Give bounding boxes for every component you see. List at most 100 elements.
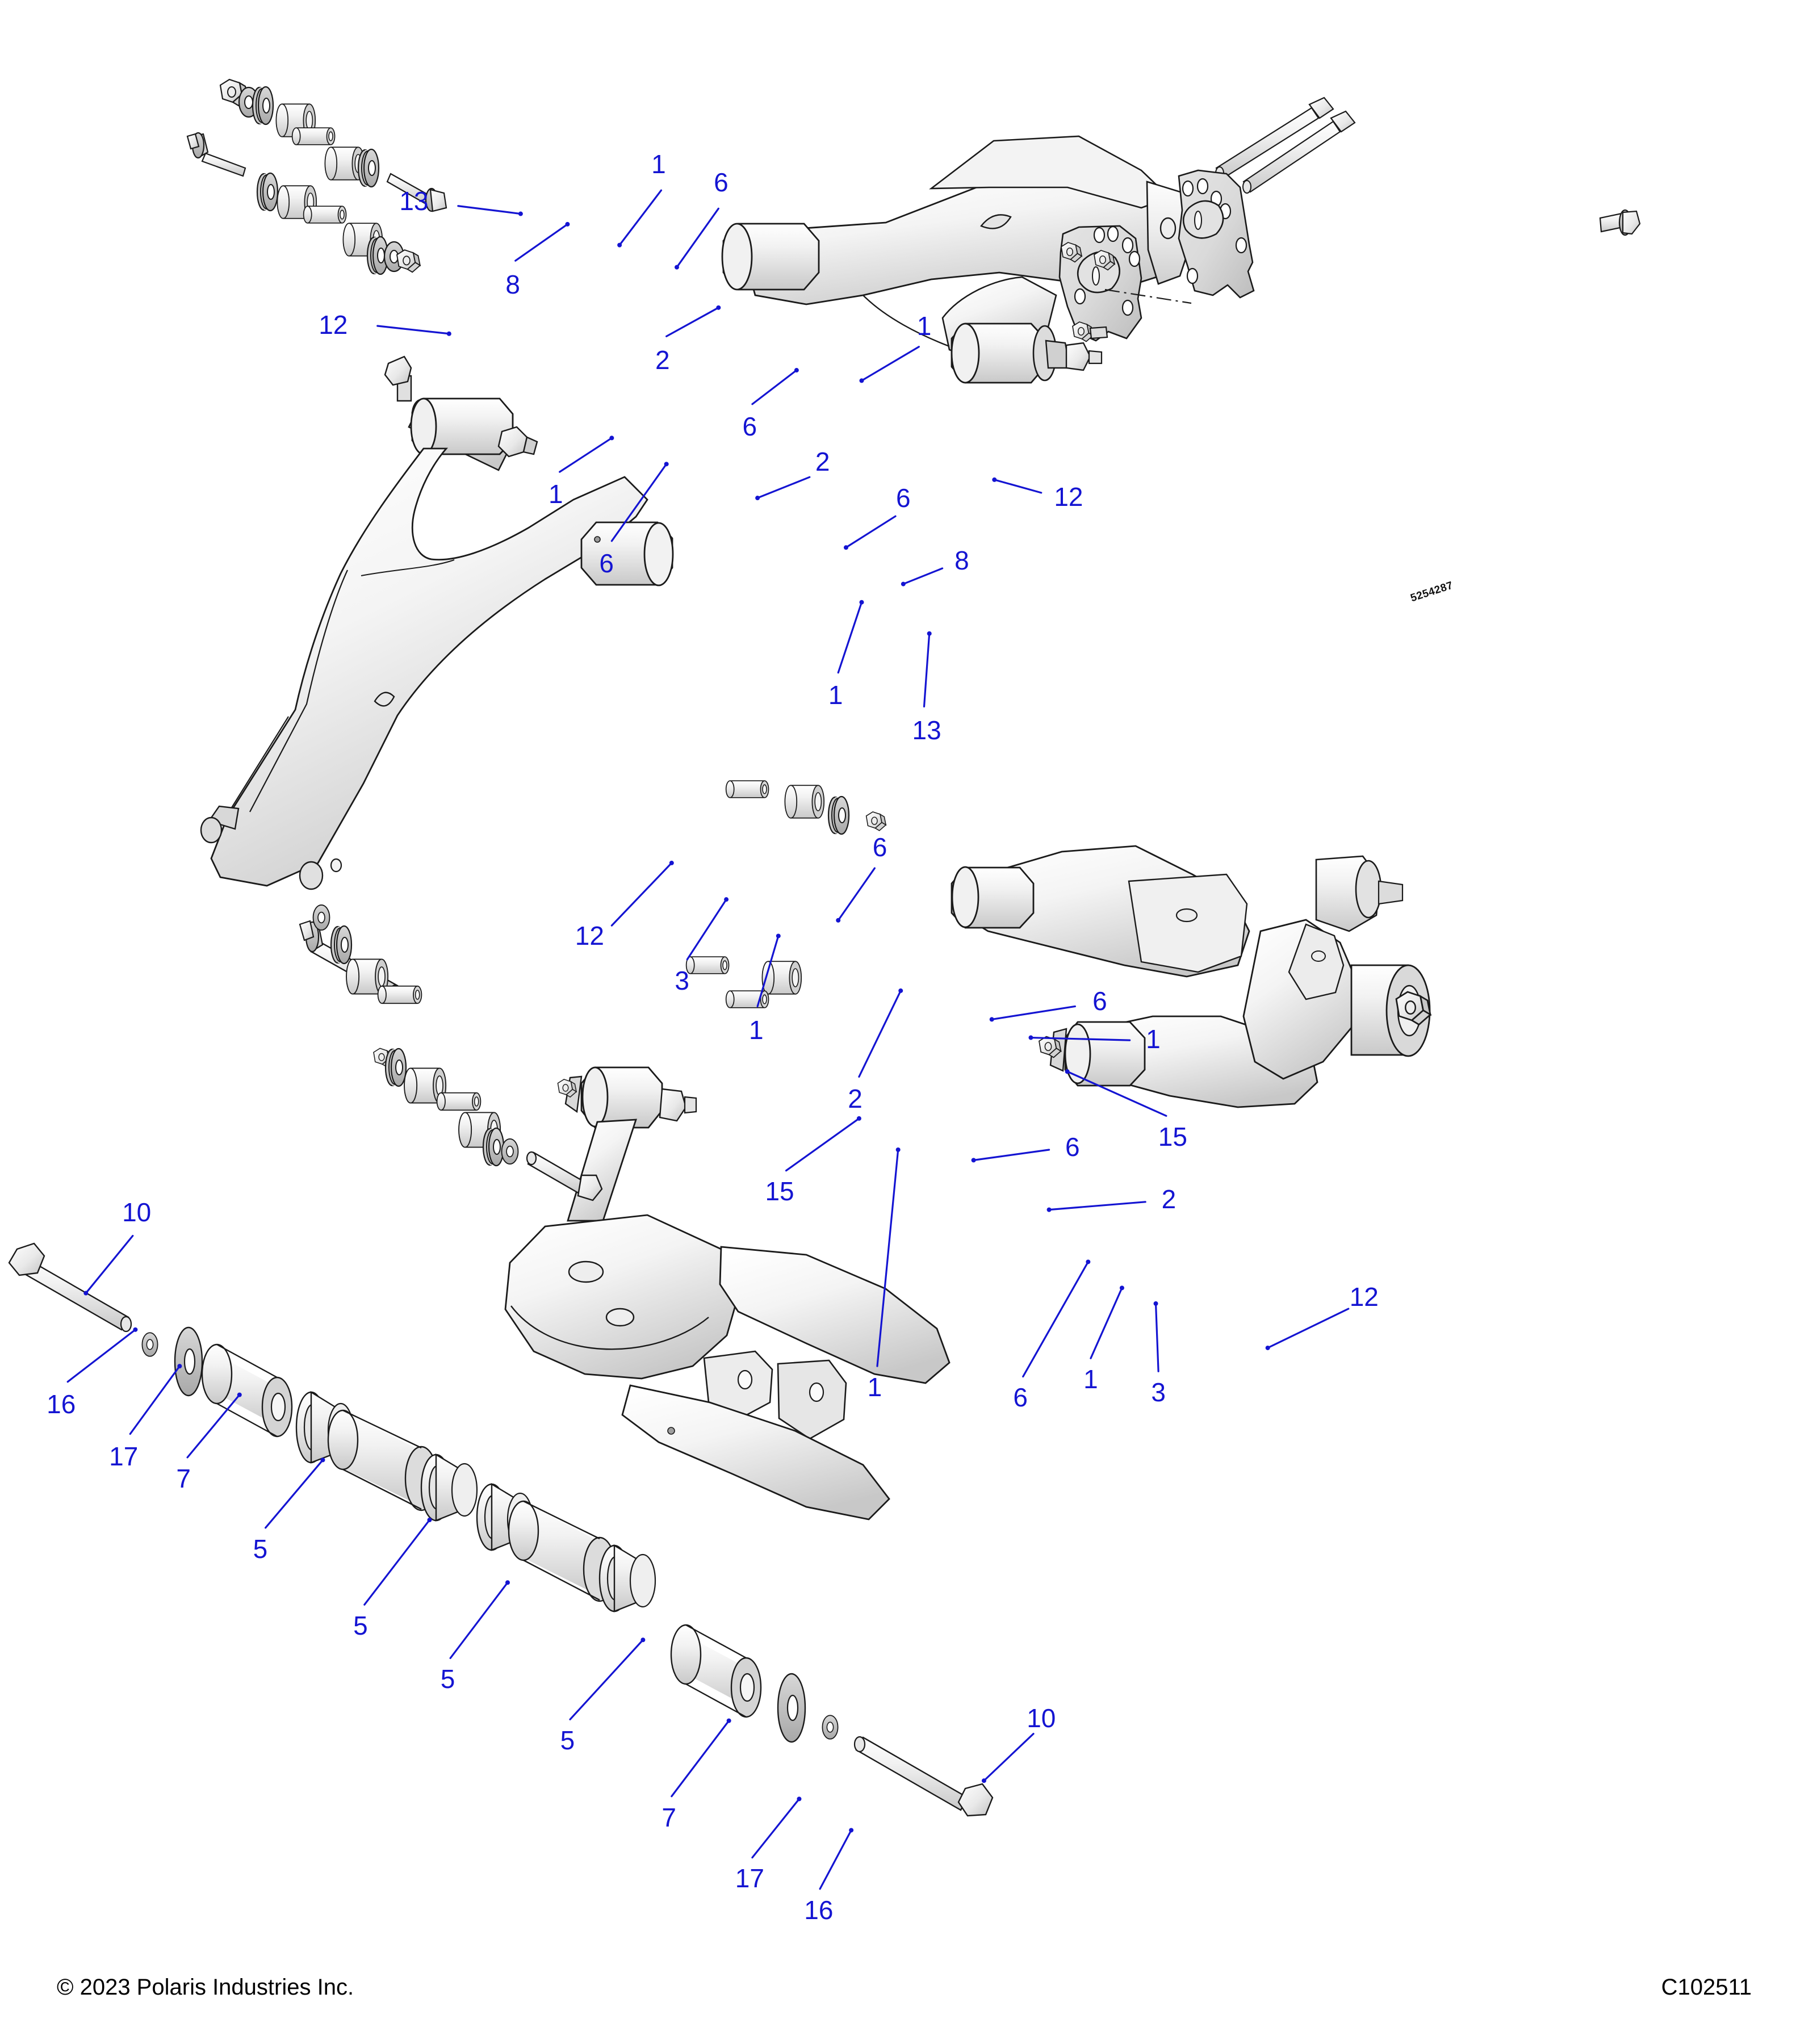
callout-6: 6 bbox=[872, 832, 887, 862]
callout-5: 5 bbox=[253, 1534, 268, 1564]
callout-15: 15 bbox=[1158, 1122, 1187, 1152]
leader-endpoint-7 bbox=[237, 1392, 242, 1397]
leader-endpoint-6 bbox=[674, 265, 679, 270]
callout-6: 6 bbox=[714, 167, 729, 198]
leader-endpoint-13 bbox=[518, 211, 523, 216]
callout-2: 2 bbox=[655, 345, 670, 375]
leader-line-1 bbox=[837, 601, 863, 674]
leader-endpoint-5 bbox=[640, 1637, 646, 1643]
callout-6: 6 bbox=[1013, 1383, 1028, 1413]
leader-line-2 bbox=[1048, 1201, 1146, 1211]
leader-endpoint-3 bbox=[1153, 1301, 1158, 1306]
callout-1: 1 bbox=[749, 1015, 764, 1045]
leader-endpoint-1 bbox=[1119, 1285, 1124, 1291]
callout-3: 3 bbox=[675, 965, 689, 995]
leader-endpoint-5 bbox=[505, 1580, 510, 1585]
leader-line-6 bbox=[991, 1005, 1077, 1021]
leader-line-5 bbox=[363, 1519, 431, 1606]
leader-endpoint-1 bbox=[609, 435, 614, 441]
leader-endpoint-1 bbox=[895, 1147, 901, 1152]
copyright-notice: © 2023 Polaris Industries Inc. bbox=[57, 1975, 354, 2000]
leader-endpoint-6 bbox=[836, 918, 841, 923]
leader-endpoint-2 bbox=[1046, 1207, 1052, 1212]
leader-endpoint-16 bbox=[849, 1828, 854, 1833]
callout-2: 2 bbox=[815, 446, 830, 476]
callout-2: 2 bbox=[1161, 1184, 1177, 1214]
leader-endpoint-10 bbox=[981, 1778, 986, 1783]
leader-endpoint-12 bbox=[992, 477, 997, 482]
callout-10: 10 bbox=[122, 1197, 152, 1228]
leader-line-1 bbox=[559, 437, 613, 473]
leader-line-12 bbox=[1267, 1308, 1350, 1349]
callout-6: 6 bbox=[599, 548, 614, 578]
callout-6: 6 bbox=[1065, 1132, 1080, 1162]
leader-line-8 bbox=[514, 223, 569, 262]
callout-7: 7 bbox=[662, 1802, 677, 1832]
leader-line-10 bbox=[983, 1732, 1035, 1782]
callout-1: 1 bbox=[867, 1372, 882, 1402]
leader-endpoint-6 bbox=[1086, 1259, 1091, 1264]
callout-10: 10 bbox=[1027, 1703, 1056, 1733]
leader-line-1 bbox=[876, 1149, 899, 1367]
leader-line-6 bbox=[837, 867, 876, 922]
leader-line-3 bbox=[1154, 1302, 1159, 1372]
leader-line-10 bbox=[85, 1234, 134, 1295]
upper-hardware-group bbox=[186, 78, 447, 275]
callout-6: 6 bbox=[742, 411, 757, 441]
leader-endpoint-1 bbox=[776, 933, 781, 939]
callout-7: 7 bbox=[176, 1463, 191, 1493]
flange-bolt-9-right bbox=[1599, 209, 1641, 236]
leader-endpoint-2 bbox=[716, 305, 721, 310]
leader-endpoint-5 bbox=[427, 1518, 432, 1523]
leader-line-12 bbox=[610, 862, 673, 927]
leader-line-6 bbox=[973, 1149, 1050, 1161]
callout-13: 13 bbox=[912, 715, 941, 745]
callout-15: 15 bbox=[765, 1176, 794, 1207]
callout-1: 1 bbox=[828, 680, 843, 710]
leader-endpoint-2 bbox=[898, 988, 903, 993]
lower-right-control-arm bbox=[951, 845, 1431, 1108]
leader-endpoint-6 bbox=[989, 1017, 994, 1022]
leader-line-7 bbox=[186, 1394, 241, 1459]
callout-1: 1 bbox=[548, 479, 563, 509]
leader-line-1 bbox=[618, 189, 663, 246]
leader-line-2 bbox=[858, 990, 902, 1078]
leader-endpoint-7 bbox=[726, 1718, 731, 1723]
leader-line-16 bbox=[819, 1829, 852, 1890]
callout-1: 1 bbox=[916, 311, 932, 341]
callout-12: 12 bbox=[575, 921, 604, 951]
mid-left-hardware bbox=[299, 904, 603, 1201]
leader-endpoint-10 bbox=[83, 1291, 89, 1296]
leader-endpoint-17 bbox=[797, 1796, 802, 1802]
leader-line-16 bbox=[66, 1329, 136, 1383]
callout-8: 8 bbox=[505, 269, 520, 299]
callout-1: 1 bbox=[1146, 1024, 1161, 1054]
leader-endpoint-15 bbox=[1065, 1069, 1070, 1074]
bottom-left-hardware-stack bbox=[8, 1242, 994, 1817]
leader-endpoint-16 bbox=[133, 1327, 138, 1332]
leader-endpoint-1 bbox=[617, 242, 622, 248]
callout-5: 5 bbox=[560, 1725, 575, 1756]
callout-6: 6 bbox=[896, 483, 911, 513]
leader-endpoint-8 bbox=[901, 581, 906, 587]
leader-line-17 bbox=[129, 1365, 181, 1435]
leader-line-2 bbox=[756, 476, 811, 499]
leader-line-1 bbox=[1090, 1287, 1123, 1359]
leader-endpoint-6 bbox=[664, 462, 669, 467]
leader-endpoint-12 bbox=[669, 860, 674, 865]
leader-line-17 bbox=[751, 1798, 801, 1859]
leader-line-2 bbox=[665, 307, 719, 337]
callout-5: 5 bbox=[353, 1611, 368, 1640]
leader-line-6 bbox=[1022, 1260, 1089, 1378]
callout-6: 6 bbox=[1092, 986, 1107, 1016]
leader-line-1 bbox=[860, 346, 920, 382]
leader-line-5 bbox=[449, 1581, 509, 1660]
callout-16: 16 bbox=[804, 1895, 834, 1925]
leader-endpoint-12 bbox=[446, 331, 451, 336]
callout-5: 5 bbox=[440, 1664, 455, 1694]
callout-1: 1 bbox=[651, 149, 666, 179]
leader-line-15 bbox=[1066, 1070, 1167, 1117]
upper-left-control-arm bbox=[200, 355, 674, 890]
